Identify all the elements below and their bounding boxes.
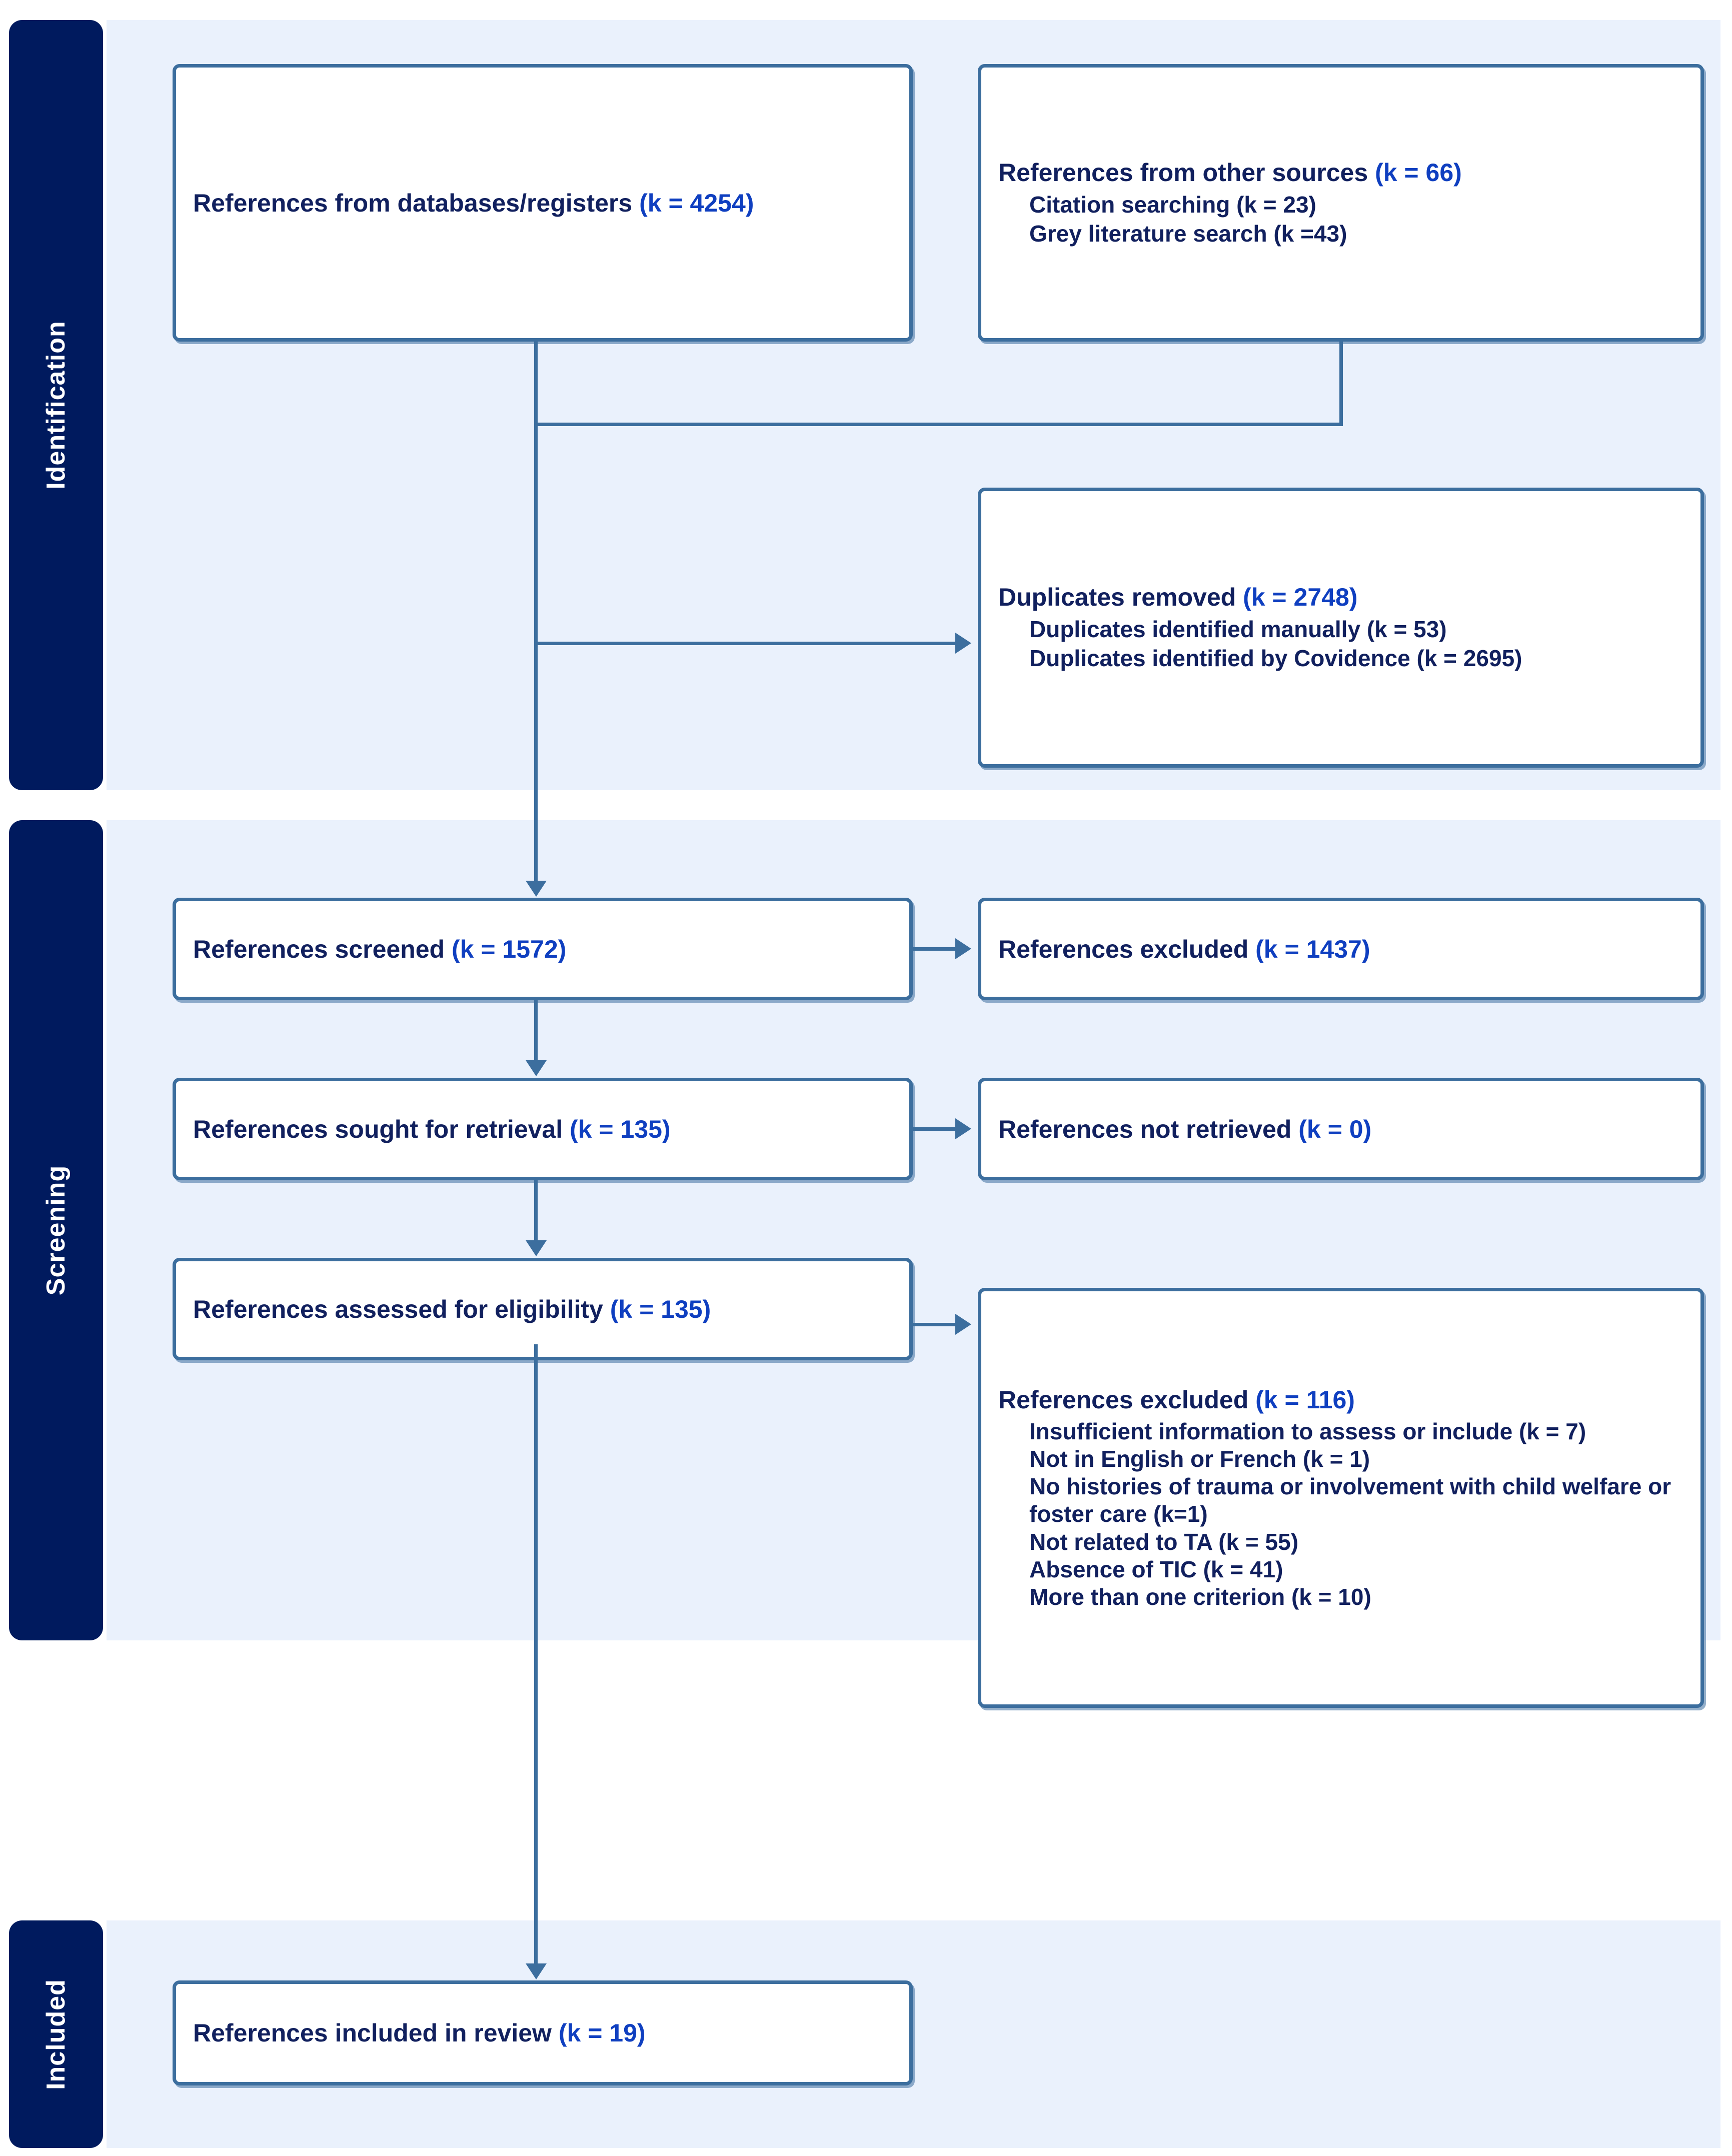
box-sought-count: (k = 135) xyxy=(570,1115,671,1143)
connector-screened-to-excluded xyxy=(913,947,958,951)
box-screened-excluded-title: References excluded (k = 1437) xyxy=(998,934,1683,964)
box-not-retrieved-title-text: References not retrieved xyxy=(998,1115,1292,1143)
box-included-title: References included in review (k = 19) xyxy=(193,2018,892,2048)
box-databases-title-text: References from databases/registers xyxy=(193,189,633,217)
arrow-to-included-icon xyxy=(526,1963,547,1979)
box-other-sources-list: Citation searching (k = 23) Grey literat… xyxy=(998,191,1683,249)
box-sought-title: References sought for retrieval (k = 135… xyxy=(193,1114,892,1144)
connector-assessed-to-excluded xyxy=(913,1323,958,1326)
band-label-included: Included xyxy=(9,1920,103,2148)
box-other-sources-title-text: References from other sources xyxy=(998,158,1368,187)
connector-other-sources-merge xyxy=(534,423,1343,426)
band-label-identification-text: Identification xyxy=(42,321,71,490)
box-references-sought-for-retrieval[interactable]: References sought for retrieval (k = 135… xyxy=(173,1078,913,1180)
list-item: Grey literature search (k =43) xyxy=(1029,220,1347,247)
box-eligibility-excluded-list: Insufficient information to assess or in… xyxy=(998,1418,1683,1611)
list-item: Duplicates identified manually (k = 53) xyxy=(1029,616,1447,643)
box-assessed-title-text: References assessed for eligibility xyxy=(193,1295,603,1323)
list-item: Absence of TIC (k = 41) xyxy=(1029,1556,1283,1582)
box-duplicates-removed[interactable]: Duplicates removed (k = 2748) Duplicates… xyxy=(978,488,1704,768)
band-label-included-text: Included xyxy=(42,1978,71,2090)
box-eligibility-excluded-count: (k = 116) xyxy=(1255,1385,1355,1414)
box-references-screened[interactable]: References screened (k = 1572) xyxy=(173,898,913,1000)
box-assessed-title: References assessed for eligibility (k =… xyxy=(193,1294,892,1324)
connector-sought-to-assessed xyxy=(534,1180,538,1240)
connector-duplicates-branch xyxy=(534,642,957,645)
box-not-retrieved-title: References not retrieved (k = 0) xyxy=(998,1114,1683,1144)
box-screened-title-text: References screened xyxy=(193,935,445,963)
list-item: Insufficient information to assess or in… xyxy=(1029,1418,1586,1444)
box-sought-title-text: References sought for retrieval xyxy=(193,1115,563,1143)
arrow-to-sought-icon xyxy=(526,1060,547,1076)
arrow-to-duplicates-icon xyxy=(955,633,971,654)
box-databases-count: (k = 4254) xyxy=(639,189,754,217)
box-references-assessed-for-eligibility[interactable]: References assessed for eligibility (k =… xyxy=(173,1258,913,1360)
connector-sought-to-not-retrieved xyxy=(913,1127,958,1131)
box-references-included-in-review[interactable]: References included in review (k = 19) xyxy=(173,1980,913,2085)
box-assessed-count: (k = 135) xyxy=(610,1295,711,1323)
arrow-to-screened-excluded-icon xyxy=(955,938,971,959)
band-label-screening: Screening xyxy=(9,820,103,1640)
box-references-excluded-eligibility[interactable]: References excluded (k = 116) Insufficie… xyxy=(978,1288,1704,1708)
band-label-identification: Identification xyxy=(9,20,103,790)
box-included-title-text: References included in review xyxy=(193,2019,552,2047)
connector-screened-to-sought xyxy=(534,1000,538,1060)
list-item: No histories of trauma or involvement wi… xyxy=(1029,1473,1671,1527)
box-references-not-retrieved[interactable]: References not retrieved (k = 0) xyxy=(978,1078,1704,1180)
box-references-other-sources[interactable]: References from other sources (k = 66) C… xyxy=(978,64,1704,342)
box-databases-title: References from databases/registers (k =… xyxy=(193,188,892,218)
list-item: Citation searching (k = 23) xyxy=(1029,191,1316,218)
box-duplicates-title-text: Duplicates removed xyxy=(998,583,1236,612)
list-item: Duplicates identified by Covidence (k = … xyxy=(1029,645,1522,671)
box-references-excluded-screening[interactable]: References excluded (k = 1437) xyxy=(978,898,1704,1000)
connector-other-sources-down xyxy=(1339,342,1343,426)
box-not-retrieved-count: (k = 0) xyxy=(1298,1115,1372,1143)
box-other-sources-title: References from other sources (k = 66) xyxy=(998,158,1683,188)
arrow-to-screened-icon xyxy=(526,881,547,897)
connector-databases-down xyxy=(534,342,538,881)
box-references-from-databases[interactable]: References from databases/registers (k =… xyxy=(173,64,913,342)
box-duplicates-list: Duplicates identified manually (k = 53) … xyxy=(998,615,1683,673)
band-label-screening-text: Screening xyxy=(42,1165,71,1296)
box-included-count: (k = 19) xyxy=(558,2019,646,2047)
list-item: Not related to TA (k = 55) xyxy=(1029,1528,1299,1555)
list-item: More than one criterion (k = 10) xyxy=(1029,1583,1371,1610)
list-item: Not in English or French (k = 1) xyxy=(1029,1446,1370,1472)
box-other-sources-count: (k = 66) xyxy=(1375,158,1462,187)
box-eligibility-excluded-title: References excluded (k = 116) xyxy=(998,1385,1683,1415)
arrow-to-assessed-icon xyxy=(526,1240,547,1256)
arrow-to-not-retrieved-icon xyxy=(955,1118,971,1139)
box-eligibility-excluded-title-text: References excluded xyxy=(998,1385,1249,1414)
box-screened-title: References screened (k = 1572) xyxy=(193,934,892,964)
box-duplicates-title: Duplicates removed (k = 2748) xyxy=(998,582,1683,612)
box-screened-excluded-count: (k = 1437) xyxy=(1255,935,1370,963)
box-screened-count: (k = 1572) xyxy=(451,935,567,963)
box-duplicates-count: (k = 2748) xyxy=(1243,583,1358,612)
box-screened-excluded-title-text: References excluded xyxy=(998,935,1249,963)
connector-assessed-to-included xyxy=(534,1344,538,1963)
arrow-to-eligibility-excluded-icon xyxy=(955,1314,971,1335)
